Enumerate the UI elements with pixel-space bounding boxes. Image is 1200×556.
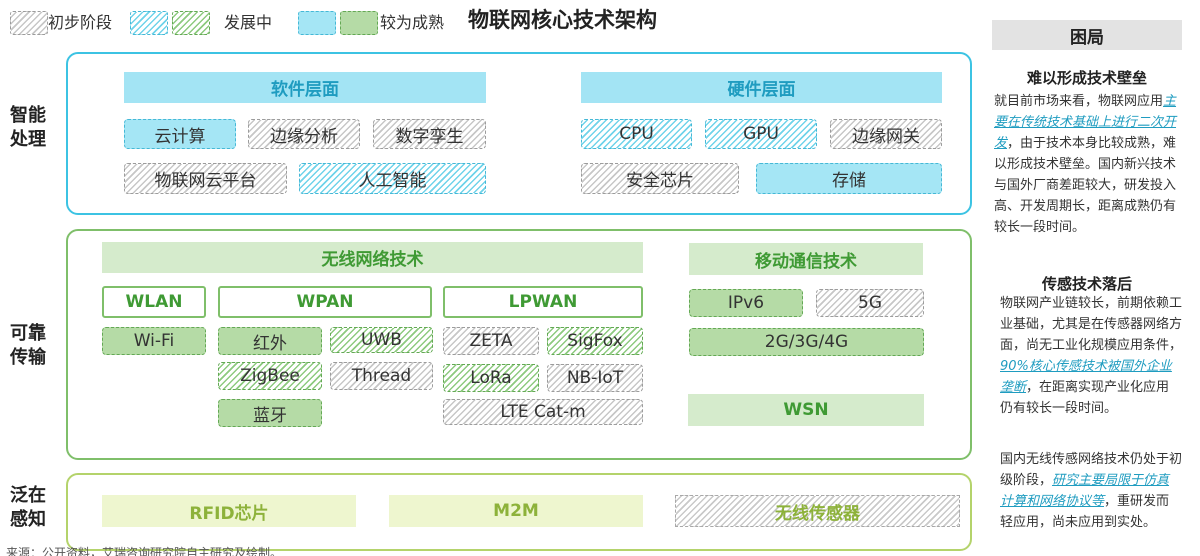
wireless-network-header: 无线网络技术 (102, 242, 643, 273)
legend-mature-swatch-cyan (298, 11, 336, 35)
page-title: 物联网核心技术架构 (468, 8, 657, 32)
legend-developing-swatch-green (172, 11, 210, 35)
chip-edge-gateway: 边缘网关 (830, 119, 942, 149)
chip-cpu: CPU (581, 119, 692, 149)
chip-bluetooth: 蓝牙 (218, 399, 322, 427)
chip-wireless-sensor: 无线传感器 (675, 495, 960, 527)
chip-gpu: GPU (705, 119, 817, 149)
chip-ipv6: IPv6 (689, 289, 803, 317)
layer-label-sense: 泛在感知 (10, 485, 46, 530)
chip-infrared: 红外 (218, 327, 322, 355)
sidebar-section3-highlight: 研究主要局限于仿真计算和网络协议等 (1000, 473, 1170, 509)
source-note: 来源：公开资料，艾瑞咨询研究院自主研究及绘制。 (6, 546, 283, 556)
sidebar-section1-title: 难以形成技术壁垒 (1026, 69, 1147, 87)
legend-early-swatch (10, 11, 48, 35)
layer-label-transport: 可靠传输 (10, 323, 46, 368)
chip-zigbee: ZigBee (218, 362, 322, 390)
mobile-communication-header: 移动通信技术 (689, 243, 923, 275)
wsn-header: WSN (688, 394, 924, 426)
chip-lte-cat-m: LTE Cat-m (443, 399, 643, 425)
chip-artificial-intelligence: 人工智能 (299, 163, 486, 194)
chip-sigfox: SigFox (547, 327, 643, 355)
sidebar-header: 困局 (992, 20, 1182, 50)
sidebar-section1-highlight: 主要在传统技术基础上进行二次开发 (994, 94, 1177, 151)
sidebar-section2-title: 传感技术落后 (1041, 275, 1132, 293)
sidebar-section2-text: 物联网产业链较长，前期依赖工业基础，尤其是在传感器网络方面，尚无工业化规模应用条… (1000, 296, 1183, 416)
chip-5g: 5G (816, 289, 924, 317)
legend-mature-swatch-green (340, 11, 378, 35)
chip-cloud-computing: 云计算 (124, 119, 236, 149)
chip-thread: Thread (330, 362, 433, 390)
smart-processing-panel (66, 52, 972, 215)
hardware-header: 硬件层面 (581, 72, 942, 103)
chip-m2m: M2M (389, 495, 643, 527)
wlan-header: WLAN (102, 286, 206, 318)
sidebar-section3-text: 国内无线传感网络技术仍处于初级阶段，研究主要局限于仿真计算和网络协议等，重研发而… (1000, 452, 1183, 530)
chip-wifi: Wi-Fi (102, 327, 206, 355)
legend-developing-label: 发展中 (224, 13, 273, 32)
legend-mature-label: 较为成熟 (380, 13, 445, 32)
chip-security-chip: 安全芯片 (581, 163, 739, 194)
chip-rfid: RFID芯片 (102, 495, 356, 527)
wpan-header: WPAN (218, 286, 432, 318)
legend-developing-swatch-cyan (130, 11, 168, 35)
chip-zeta: ZETA (443, 327, 539, 355)
chip-digital-twin: 数字孪生 (373, 119, 486, 149)
layer-label-smart: 智能处理 (10, 105, 46, 150)
reliable-transport-panel (66, 229, 972, 460)
sidebar-section2-highlight: 90%核心传感技术被国外企业垄断 (1000, 359, 1172, 395)
chip-nb-iot: NB-IoT (547, 364, 643, 392)
chip-lora: LoRa (443, 364, 539, 392)
legend-early-label: 初步阶段 (48, 13, 113, 32)
sidebar-section1-text: 就目前市场来看，物联网应用主要在传统技术基础上进行二次开发，由于技术本身比较成熟… (994, 94, 1177, 235)
chip-edge-analytics: 边缘分析 (248, 119, 360, 149)
chip-iot-cloud-platform: 物联网云平台 (124, 163, 287, 194)
chip-uwb: UWB (330, 327, 433, 353)
software-header: 软件层面 (124, 72, 486, 103)
chip-2g-3g-4g: 2G/3G/4G (689, 328, 924, 356)
ubiquitous-sensing-panel (66, 473, 972, 551)
chip-storage: 存储 (756, 163, 942, 194)
lpwan-header: LPWAN (443, 286, 643, 318)
